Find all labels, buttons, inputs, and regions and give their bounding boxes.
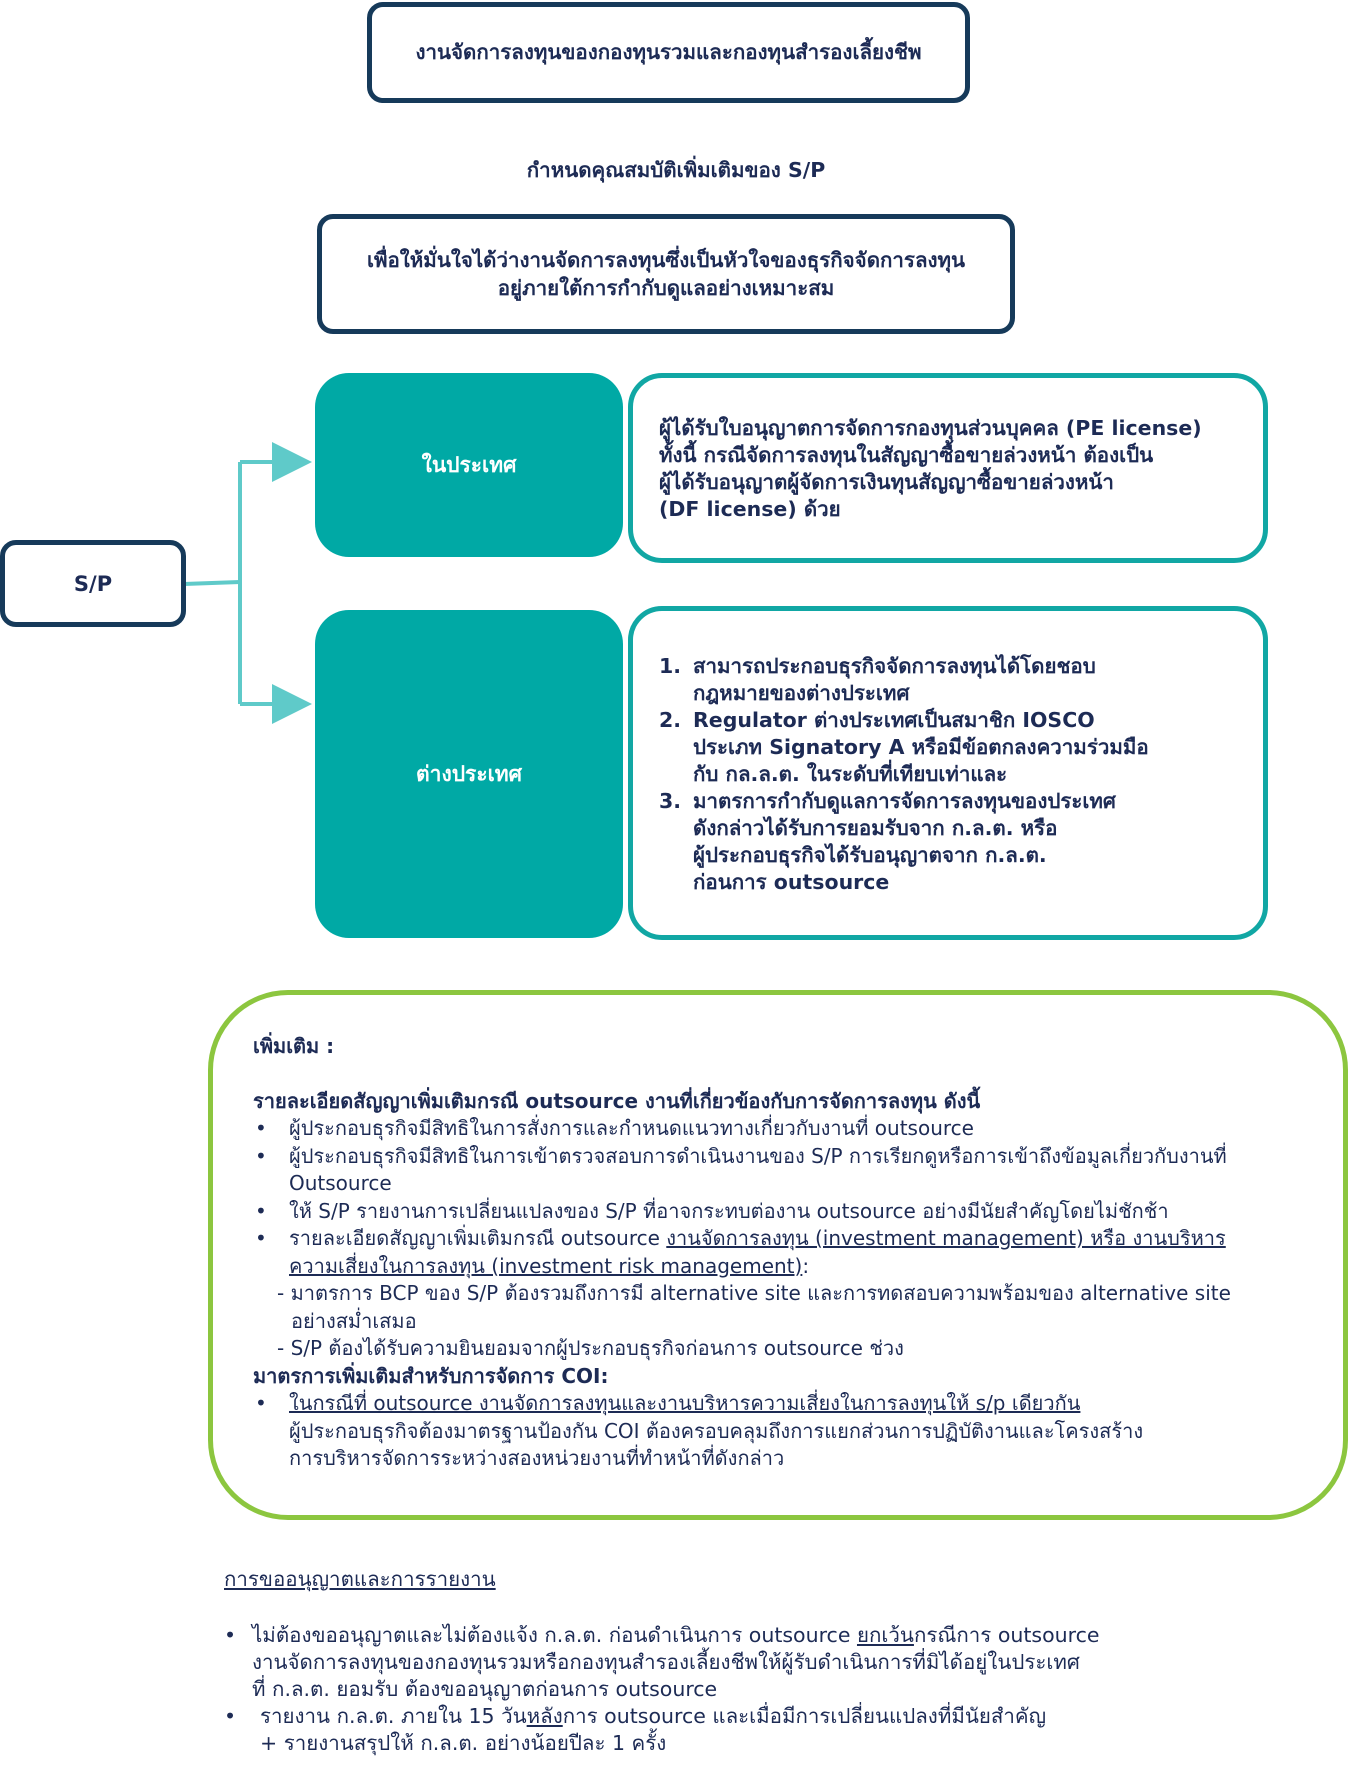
criterion-line: ประเภท Signatory A หรือมีข้อตกลงความร่วม… [693,735,1149,759]
foreign-label: ต่างประเทศ [416,761,522,786]
criterion-line: กับ กล.ล.ต. ในระดับที่เทียบเท่าและ [693,762,1008,786]
coi-heading: มาตรการเพิ่มเติมสำหรับการจัดการ COI: [253,1363,609,1388]
licensing-text-underlined: ยกเว้น [856,1623,914,1647]
foreign-detail-box: 1. สามารถประกอบธุรกิจจัดการลงทุนได้โดยชอ… [628,606,1268,940]
criterion-line: สามารถประกอบธุรกิจจัดการลงทุนได้โดยชอบ [693,654,1096,678]
bullet-text: : [802,1253,810,1278]
purpose-line-2: อยู่ภายใต้การกำกับดูแลอย่างเหมาะสม [497,276,835,300]
licensing-text: รายงาน ก.ล.ต. ภายใน 15 วัน [260,1704,527,1728]
licensing-text: งานจัดการลงทุนของกองทุนรวมหรือกองทุนสำรอ… [252,1650,1080,1674]
licensing-text: ที่ ก.ล.ต. ยอมรับ ต้องขออนุญาตก่อนการ ou… [252,1677,718,1701]
domestic-line-3: ผู้ได้รับอนุญาตผู้จัดการเงินทุนสัญญาซื้อ… [659,470,1114,494]
criterion-line: Regulator ต่างประเทศเป็นสมาชิก IOSCO [693,708,1095,732]
contract-heading: รายละเอียดสัญญาเพิ่มเติมกรณี outsource ง… [253,1088,981,1113]
sp-connector-line [183,580,241,586]
licensing-text: กรณีการ outsource [913,1623,1100,1647]
criterion-line: ผู้ประกอบธุรกิจได้รับอนุญาตจาก ก.ล.ต. [693,843,1047,867]
foreign-label-box: ต่างประเทศ [315,610,623,938]
contract-bullet: • ให้ S/P รายงานการเปลี่ยนแปลงของ S/P ที… [253,1198,1333,1226]
coi-text-underlined: ในกรณีที่ outsource งานจัดการลงทุนและงาน… [289,1391,1081,1415]
section-heading: กำหนดคุณสมบัติเพิ่มเติมของ S/P [526,158,826,182]
bullet-text-underlined: ความเสี่ยงในการลงทุน (investment risk ma… [289,1253,803,1278]
additional-box: เพิ่มเติม : รายละเอียดสัญญาเพิ่มเติมกรณี… [208,990,1348,1520]
licensing-text-underlined: หลัง [526,1704,563,1728]
licensing-heading: การขออนุญาตและการรายงาน [224,1567,496,1591]
bullet-icon: • [255,1143,267,1168]
foreign-criterion: 2. Regulator ต่างประเทศเป็นสมาชิก IOSCO … [659,707,1149,788]
bullet-text: ผู้ประกอบธุรกิจมีสิทธิในการเข้าตรวจสอบกา… [289,1143,1227,1168]
domestic-line-2: ทั้งนี้ กรณีจัดการลงทุนในสัญญาซื้อขายล่ว… [659,443,1154,467]
licensing-bullet: • ไม่ต้องขออนุญาตและไม่ต้องแจ้ง ก.ล.ต. ก… [222,1622,1099,1703]
sub-item: - S/P ต้องได้รับความยินยอมจากผู้ประกอบธุ… [253,1335,1333,1363]
bullet-text-underlined: งานจัดการลงทุน (investment management) ห… [666,1226,1226,1250]
coi-text: การบริหารจัดการระหว่างสองหน่วยงานที่ทำหน… [289,1446,785,1470]
additional-content: เพิ่มเติม : รายละเอียดสัญญาเพิ่มเติมกรณี… [253,1033,1333,1473]
coi-bullet: • ในกรณีที่ outsource งานจัดการลงทุนและง… [253,1390,1333,1473]
bullet-icon: • [255,1116,267,1140]
criterion-number: 3. [659,789,682,813]
sp-label: S/P [73,571,113,596]
criterion-line: กฎหมายของต่างประเทศ [693,681,910,705]
criterion-line: ก่อนการ outsource [693,870,890,894]
sub-item: - มาตรการ BCP ของ S/P ต้องรวมถึงการมี al… [253,1280,1333,1335]
sub-item-text: - S/P ต้องได้รับความยินยอมจากผู้ประกอบธุ… [277,1336,904,1360]
bullet-icon: • [224,1623,237,1647]
domestic-label-box: ในประเทศ [315,373,623,557]
foreign-criterion: 3. มาตรการกำกับดูแลการจัดการลงทุนของประเ… [659,788,1149,896]
coi-text: ผู้ประกอบธุรกิจต้องมาตรฐานป้องกัน COI ต้… [289,1418,1144,1443]
bullet-icon: • [255,1226,267,1250]
criterion-number: 1. [659,654,682,678]
bullet-text: ให้ S/P รายงานการเปลี่ยนแปลงของ S/P ที่อ… [289,1198,1169,1223]
sp-box: S/P [0,540,186,627]
domestic-detail-box: ผู้ได้รับใบอนุญาตการจัดการกองทุนส่วนบุคค… [628,373,1268,563]
contract-bullet: • ผู้ประกอบธุรกิจมีสิทธิในการเข้าตรวจสอบ… [253,1143,1333,1198]
sub-item-text: - มาตรการ BCP ของ S/P ต้องรวมถึงการมี al… [277,1281,1231,1305]
criterion-line: ดังกล่าวได้รับการยอมรับจาก ก.ล.ต. หรือ [693,816,1058,840]
bullet-text: Outsource [289,1171,392,1195]
domestic-line-1: ผู้ได้รับใบอนุญาตการจัดการกองทุนส่วนบุคค… [659,416,1202,440]
top-title: งานจัดการลงทุนของกองทุนรวมและกองทุนสำรอง… [415,40,922,64]
bullet-icon: • [255,1198,267,1223]
domestic-line-4: (DF license) ด้วย [659,497,841,521]
bullet-text: รายละเอียดสัญญาเพิ่มเติมกรณี outsource [289,1226,660,1250]
purpose-line-1: เพื่อให้มั่นใจได้ว่างานจัดการลงทุนซึ่งเป… [366,248,966,272]
contract-bullet: • รายละเอียดสัญญาเพิ่มเติมกรณี outsource… [253,1225,1333,1280]
domestic-label: ในประเทศ [421,452,517,477]
licensing-bullet: • รายงาน ก.ล.ต. ภายใน 15 วันหลังการ outs… [222,1703,1099,1757]
licensing-text: + รายงานสรุปให้ ก.ล.ต. อย่างน้อยปีละ 1 ค… [260,1731,667,1755]
licensing-list: • ไม่ต้องขออนุญาตและไม่ต้องแจ้ง ก.ล.ต. ก… [222,1622,1099,1757]
bullet-text: ผู้ประกอบธุรกิจมีสิทธิในการสั่งการและกำห… [289,1116,974,1140]
sub-item-text: อย่างสม่ำเสมอ [291,1308,417,1333]
foreign-criteria-list: 1. สามารถประกอบธุรกิจจัดการลงทุนได้โดยชอ… [659,653,1149,896]
additional-heading: เพิ่มเติม : [253,1034,335,1058]
foreign-criterion: 1. สามารถประกอบธุรกิจจัดการลงทุนได้โดยชอ… [659,653,1149,707]
licensing-text: ไม่ต้องขออนุญาตและไม่ต้องแจ้ง ก.ล.ต. ก่อ… [252,1623,857,1647]
licensing-text: การ outsource และเมื่อมีการเปลี่ยนแปลงที… [562,1704,1047,1728]
bullet-icon: • [255,1391,267,1415]
bullet-icon: • [224,1704,237,1728]
criterion-line: มาตรการกำกับดูแลการจัดการลงทุนของประเทศ [693,789,1116,813]
top-title-box: งานจัดการลงทุนของกองทุนรวมและกองทุนสำรอง… [367,2,970,103]
contract-bullet: • ผู้ประกอบธุรกิจมีสิทธิในการสั่งการและก… [253,1115,1333,1143]
purpose-box: เพื่อให้มั่นใจได้ว่างานจัดการลงทุนซึ่งเป… [317,214,1015,334]
criterion-number: 2. [659,708,682,732]
